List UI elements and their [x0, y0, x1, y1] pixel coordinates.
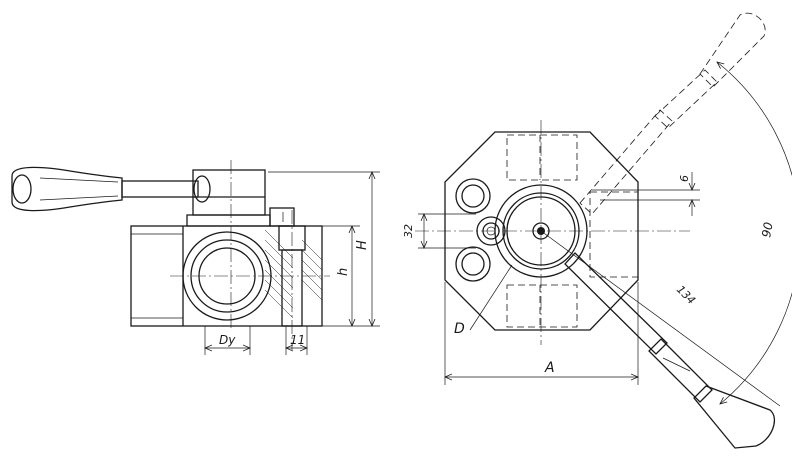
height-dimensions: H h: [268, 172, 380, 326]
octagon-body: [444, 131, 639, 331]
handle-rod: [121, 175, 211, 203]
handle-phantom: [579, 12, 766, 215]
angle-90-label: 90: [759, 221, 776, 239]
mounting-holes: [455, 178, 506, 282]
section-hatching-right: [302, 239, 322, 301]
dim-32-label: 32: [402, 224, 415, 238]
dim-h-label: h: [336, 268, 351, 276]
top-view: 90 134 6 32 D A: [402, 12, 792, 449]
side-view: H h Dy 11: [11, 160, 380, 355]
dim-A-label: A: [544, 360, 555, 376]
bottom-dimensions: Dy 11: [205, 326, 307, 355]
dim-11-label: 11: [290, 333, 305, 347]
valve-body: [130, 207, 330, 350]
rotation-arc: [717, 62, 792, 404]
dim-H-label: H: [355, 240, 370, 250]
dim-Dy-label: Dy: [219, 333, 236, 347]
handle-operating: [564, 252, 775, 449]
dim-D-label: D: [454, 321, 465, 337]
hidden-ports: [506, 134, 639, 328]
radius-134-label: 134: [674, 283, 698, 307]
dim-6-label: 6: [678, 175, 691, 182]
stem-housing: [186, 160, 271, 330]
handle-grip: [11, 166, 123, 212]
